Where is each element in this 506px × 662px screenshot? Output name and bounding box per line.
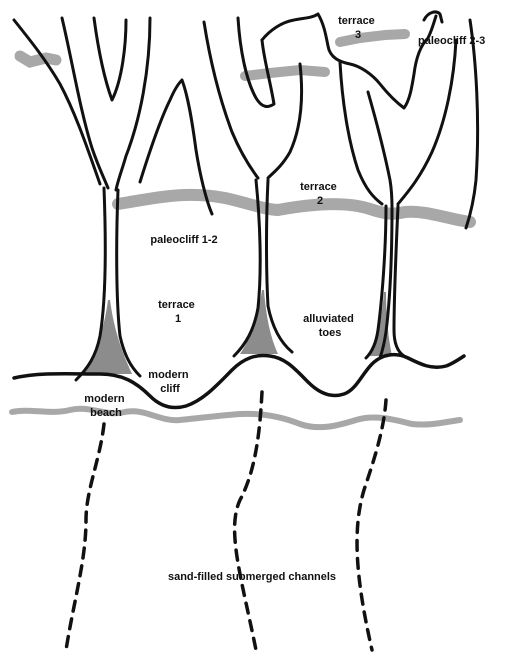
- submerged-channels: [66, 392, 386, 650]
- submerged-channel-2: [235, 392, 262, 650]
- alluviated-toes-label: alluviated toes: [303, 313, 357, 339]
- terrace-3-outline: [262, 14, 436, 108]
- valley-3-trunk-right: [394, 206, 404, 356]
- paleocliff-1-2-label: paleocliff 1-2: [150, 234, 217, 246]
- paleocliff-2-3-band-middle: [245, 70, 325, 76]
- valley-2-left-arm: [204, 22, 258, 178]
- ridge-outer-left: [14, 20, 100, 184]
- submerged-channel-1: [66, 424, 104, 650]
- valley-lines: [14, 12, 478, 380]
- valley-3-right-arm: [398, 40, 456, 204]
- submerged-channel-3: [357, 400, 386, 650]
- paleocliff-bands: [12, 34, 470, 427]
- paleocliff-2-3-label: paleocliff 2-3: [418, 35, 485, 47]
- paleocliff-2-3-band-left: [20, 56, 56, 62]
- submerged-channels-label: sand-filled submerged channels: [168, 571, 336, 583]
- paleocliff-1-2-band: [118, 195, 470, 222]
- valley-3-center: [368, 92, 392, 208]
- modern-cliff-label: modern cliff: [148, 369, 191, 395]
- modern-cliff-line: [14, 355, 464, 408]
- diagram-labels: terrace 3 paleocliff 2-3 terrace 2 paleo…: [84, 15, 485, 583]
- valley-1-center-fork: [94, 18, 126, 100]
- modern-beach-label: modern beach: [84, 393, 127, 419]
- valley-3-left-arm: [340, 62, 382, 204]
- paleocliff-2-3-hook: [424, 12, 442, 22]
- paleocliff-2-3-band-right: [340, 34, 405, 42]
- offshore-shoreline-band: [12, 409, 460, 427]
- terrace-1-label: terrace 1: [158, 299, 198, 325]
- valley-3-outer-right: [466, 20, 478, 228]
- valley-2-right-arm: [268, 64, 302, 178]
